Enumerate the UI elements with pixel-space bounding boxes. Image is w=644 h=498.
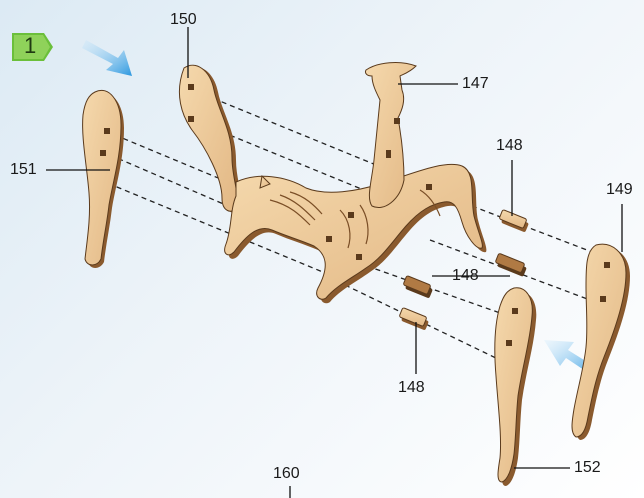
- arrow-icon: [82, 40, 132, 76]
- part-149-rear-leg: [572, 244, 630, 440]
- peg-148-bottom: [399, 307, 429, 330]
- label-part-152: 152: [574, 460, 601, 476]
- peg-148-top: [499, 209, 529, 232]
- step-badge: 1: [10, 30, 54, 64]
- label-part-148-mid: 148: [452, 268, 479, 284]
- label-part-151: 151: [10, 162, 37, 178]
- part-150-rear-leg: [179, 65, 241, 213]
- step-number: 1: [24, 33, 36, 59]
- label-part-147: 147: [462, 76, 489, 92]
- peg-148-mid-right: [495, 253, 527, 277]
- label-part-160: 160: [273, 466, 300, 482]
- part-151-front-leg: [83, 90, 124, 268]
- label-part-149: 149: [606, 182, 633, 198]
- label-part-150: 150: [170, 12, 197, 28]
- label-part-148-bottom: 148: [398, 380, 425, 396]
- peg-148-mid-left: [403, 275, 433, 298]
- part-152-front-leg: [495, 288, 537, 486]
- label-part-148-top: 148: [496, 138, 523, 154]
- part-horse-body: [225, 164, 487, 303]
